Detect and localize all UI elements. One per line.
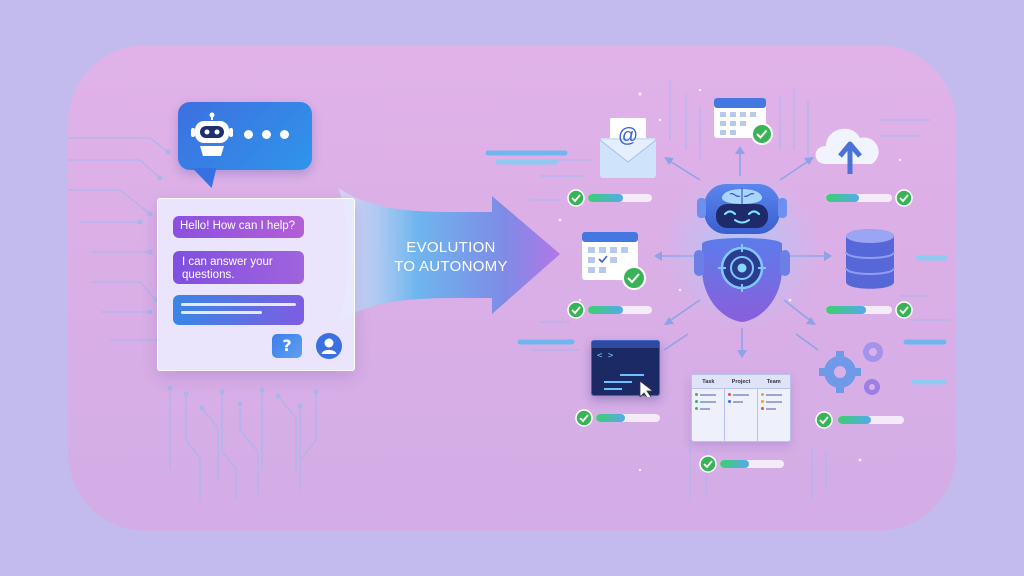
progress-fill-calendar-left xyxy=(588,306,624,314)
progress-bar-calendar-left xyxy=(588,306,652,314)
typing-dots xyxy=(244,130,289,139)
database-icon xyxy=(845,229,895,289)
gears-icon xyxy=(819,342,883,395)
progress-fill-cloud-upload xyxy=(826,194,859,202)
bot-message-greeting: Hello! How can I help? xyxy=(173,216,304,238)
svg-text:@: @ xyxy=(618,125,638,147)
email-icon: @ xyxy=(599,118,657,178)
kanban-board-icon: Task Project Team xyxy=(691,374,791,442)
kanban-column-project: Project xyxy=(731,379,751,385)
calendar-icon xyxy=(714,98,773,145)
arrow-caption-line2: TO AUTONOMY xyxy=(394,258,508,275)
arrow-caption: EVOLUTION TO AUTONOMY xyxy=(366,238,536,276)
code-tag: < > xyxy=(597,351,614,361)
progress-bar-cloud-upload xyxy=(826,194,892,202)
cloud-upload-icon xyxy=(815,128,879,174)
kanban-column-task: Task xyxy=(702,379,715,385)
chat-window: Hello! How can I help? I can answer your… xyxy=(157,198,355,371)
user-icon xyxy=(316,333,342,359)
progress-bar-code xyxy=(596,414,660,422)
progress-bar-email xyxy=(588,194,652,202)
bot-message-answer: I can answer your questions. xyxy=(173,251,304,284)
robot-icon xyxy=(191,112,233,156)
progress-fill-database xyxy=(826,306,866,314)
progress-bar-kanban xyxy=(720,460,784,468)
check-icons xyxy=(567,189,913,473)
arrow-caption-line1: EVOLUTION xyxy=(406,239,496,256)
calendar-icon xyxy=(582,232,646,290)
progress-fill-email xyxy=(588,194,624,202)
progress-fill-kanban xyxy=(720,460,749,468)
progress-fill-settings xyxy=(838,416,871,424)
target-icon xyxy=(718,244,766,292)
progress-bar-settings xyxy=(838,416,904,424)
question-icon: ? xyxy=(272,334,302,358)
progress-fill-code xyxy=(596,414,625,422)
kanban-column-team: Team xyxy=(766,379,781,385)
message-placeholder xyxy=(173,295,304,325)
progress-bar-database xyxy=(826,306,892,314)
chatbot-bubble xyxy=(178,102,312,170)
robot-brain-icon xyxy=(697,184,787,234)
code-editor-icon: < > xyxy=(591,340,660,397)
